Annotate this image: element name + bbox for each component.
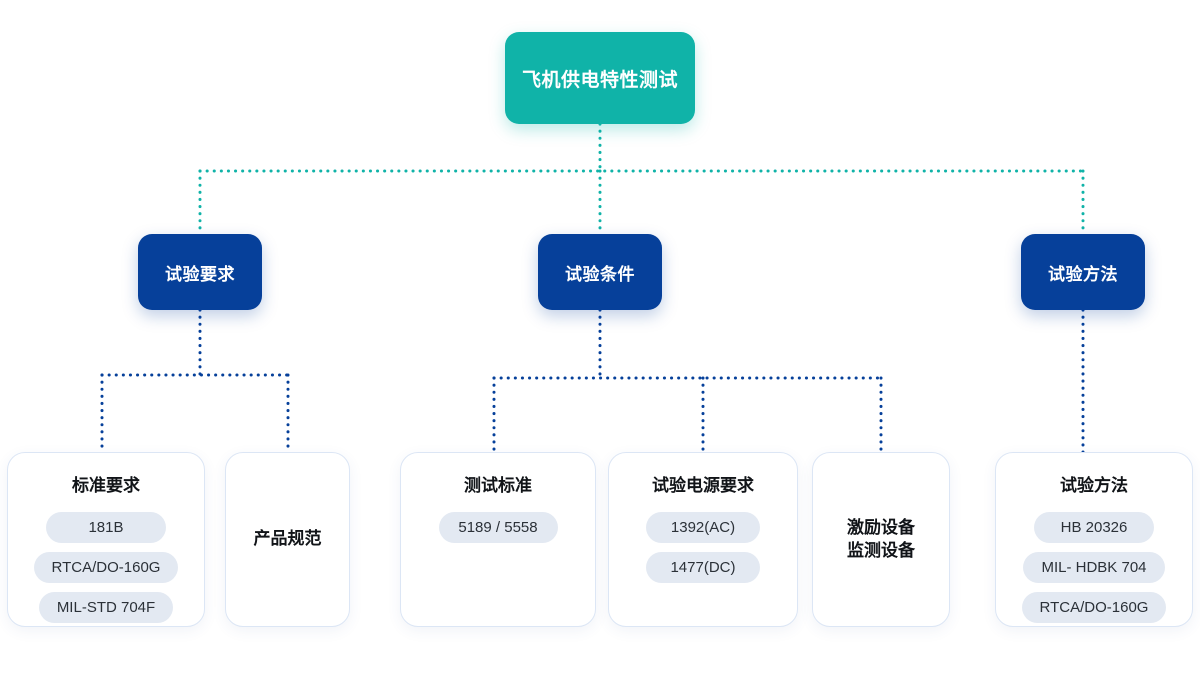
card-item-pill[interactable]: HB 20326 bbox=[1033, 511, 1155, 543]
card-item-pill[interactable]: RTCA/DO-160G bbox=[1021, 591, 1167, 623]
card-item-pill[interactable]: MIL- HDBK 704 bbox=[1023, 551, 1165, 583]
card-title: 测试标准 bbox=[464, 476, 532, 495]
card-product-specification[interactable]: 产品规范 bbox=[225, 452, 350, 627]
root-connector-group bbox=[198, 122, 1085, 236]
root-node-label: 飞机供电特性测试 bbox=[521, 69, 678, 91]
card-item-list: HB 20326 MIL- HDBK 704 RTCA/DO-160G bbox=[1008, 511, 1180, 623]
card-standard-requirements[interactable]: 标准要求 181B RTCA/DO-160G MIL-STD 704F bbox=[7, 452, 205, 627]
card-item-list: 5189 / 5558 bbox=[413, 511, 583, 543]
card-test-standard[interactable]: 测试标准 5189 / 5558 bbox=[400, 452, 596, 627]
card-item-pill[interactable]: 1477(DC) bbox=[645, 551, 761, 583]
card-title: 激励设备 监测设备 bbox=[847, 517, 915, 560]
card-title: 试验电源要求 bbox=[652, 476, 754, 495]
branch-connector-conditions bbox=[492, 308, 883, 454]
branch-node-conditions[interactable]: 试验条件 bbox=[538, 234, 662, 310]
branch-connector-requirements bbox=[100, 308, 290, 454]
card-excitation-monitoring-equipment[interactable]: 激励设备 监测设备 bbox=[812, 452, 950, 627]
root-node[interactable]: 飞机供电特性测试 bbox=[505, 32, 695, 124]
card-test-power-requirements[interactable]: 试验电源要求 1392(AC) 1477(DC) bbox=[608, 452, 798, 627]
card-item-pill[interactable]: 181B bbox=[45, 511, 167, 543]
branch-node-methods[interactable]: 试验方法 bbox=[1021, 234, 1145, 310]
card-item-pill[interactable]: 5189 / 5558 bbox=[438, 511, 558, 543]
branch-node-label: 试验要求 bbox=[165, 264, 235, 284]
card-item-pill[interactable]: MIL-STD 704F bbox=[38, 591, 174, 623]
card-item-pill[interactable]: 1392(AC) bbox=[645, 511, 761, 543]
branch-node-label: 试验条件 bbox=[565, 264, 635, 284]
card-test-methods[interactable]: 试验方法 HB 20326 MIL- HDBK 704 RTCA/DO-160G bbox=[995, 452, 1193, 627]
card-item-list: 1392(AC) 1477(DC) bbox=[621, 511, 785, 583]
branch-node-requirements[interactable]: 试验要求 bbox=[138, 234, 262, 310]
card-title: 试验方法 bbox=[1060, 476, 1128, 495]
card-item-list: 181B RTCA/DO-160G MIL-STD 704F bbox=[20, 511, 192, 623]
card-title: 标准要求 bbox=[72, 476, 140, 495]
branch-node-label: 试验方法 bbox=[1048, 264, 1118, 284]
card-item-pill[interactable]: RTCA/DO-160G bbox=[33, 551, 179, 583]
card-title: 产品规范 bbox=[253, 529, 322, 549]
